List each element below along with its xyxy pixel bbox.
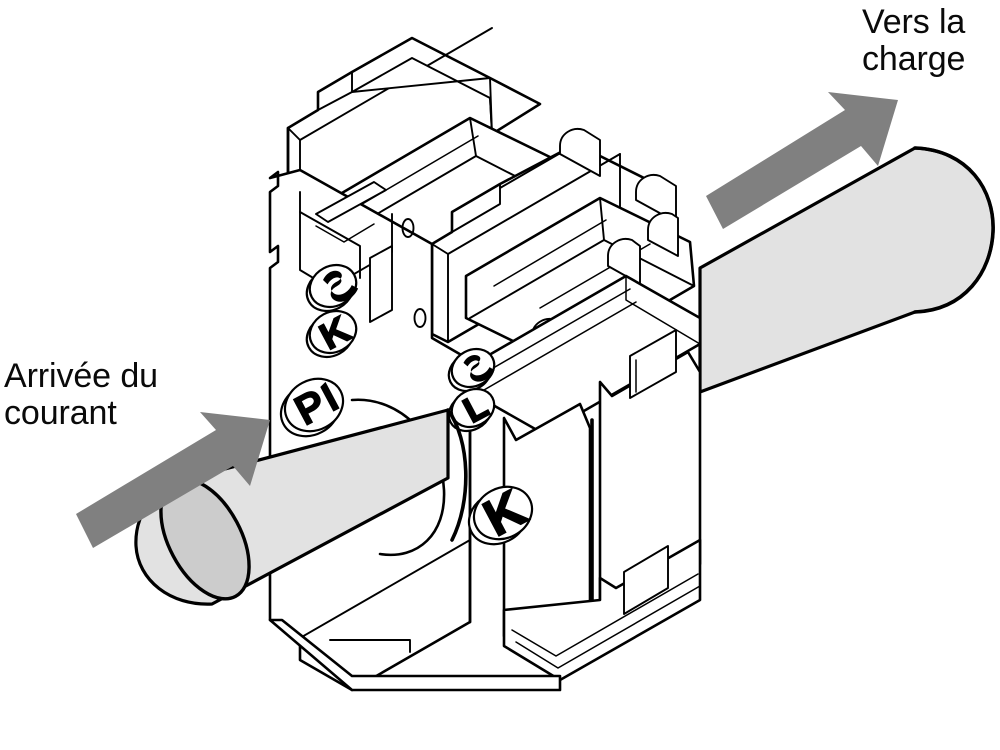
marking-l-front — [447, 387, 496, 433]
left-face-clip — [299, 181, 427, 328]
circuit-breaker-body — [268, 27, 702, 692]
incoming-current-label: Arrivée du courant — [4, 357, 158, 432]
embossed-markings-front — [447, 347, 534, 546]
marking-s-front — [447, 347, 496, 393]
front-poles — [468, 274, 702, 682]
marking-k-front — [467, 485, 534, 546]
marking-s — [305, 263, 359, 313]
base-plate — [268, 618, 562, 692]
terminal-recess-left — [350, 398, 446, 557]
outgoing-flow-arrow — [706, 92, 898, 229]
marking-p1 — [279, 377, 345, 438]
incoming-flow-arrow — [76, 412, 270, 548]
outgoing-cable — [698, 146, 995, 394]
embossed-markings-left — [279, 263, 359, 438]
to-load-label: Vers la charge — [862, 3, 966, 78]
top-module-right — [464, 196, 696, 366]
marking-k-upper — [305, 309, 358, 359]
